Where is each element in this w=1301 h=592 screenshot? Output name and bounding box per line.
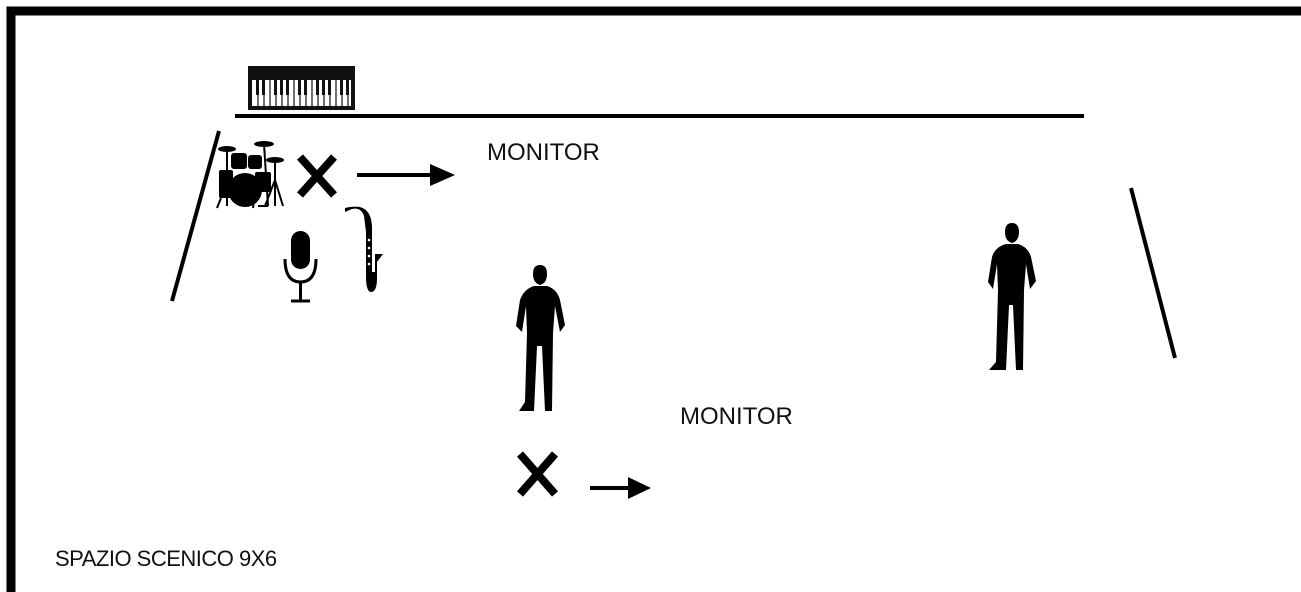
stage-frame	[6, 6, 1301, 592]
drum-kit-icon	[216, 141, 284, 209]
arrow-right-icon	[357, 164, 455, 186]
stage-size-caption: SPAZIO SCENICO 9X6	[55, 546, 277, 571]
saxophone-icon	[345, 206, 383, 292]
monitor-label: MONITOR	[487, 139, 600, 166]
person-icon	[988, 223, 1036, 370]
arrow-right-icon	[590, 477, 651, 499]
right-wing-line	[1129, 187, 1177, 359]
x-mark-icon	[297, 154, 337, 198]
person-icon	[516, 265, 565, 411]
x-mark-icon	[516, 451, 559, 497]
keyboard-icon	[248, 66, 355, 110]
microphone-icon	[283, 231, 318, 303]
monitor-label: MONITOR	[680, 403, 793, 430]
left-wing-line	[170, 130, 221, 302]
